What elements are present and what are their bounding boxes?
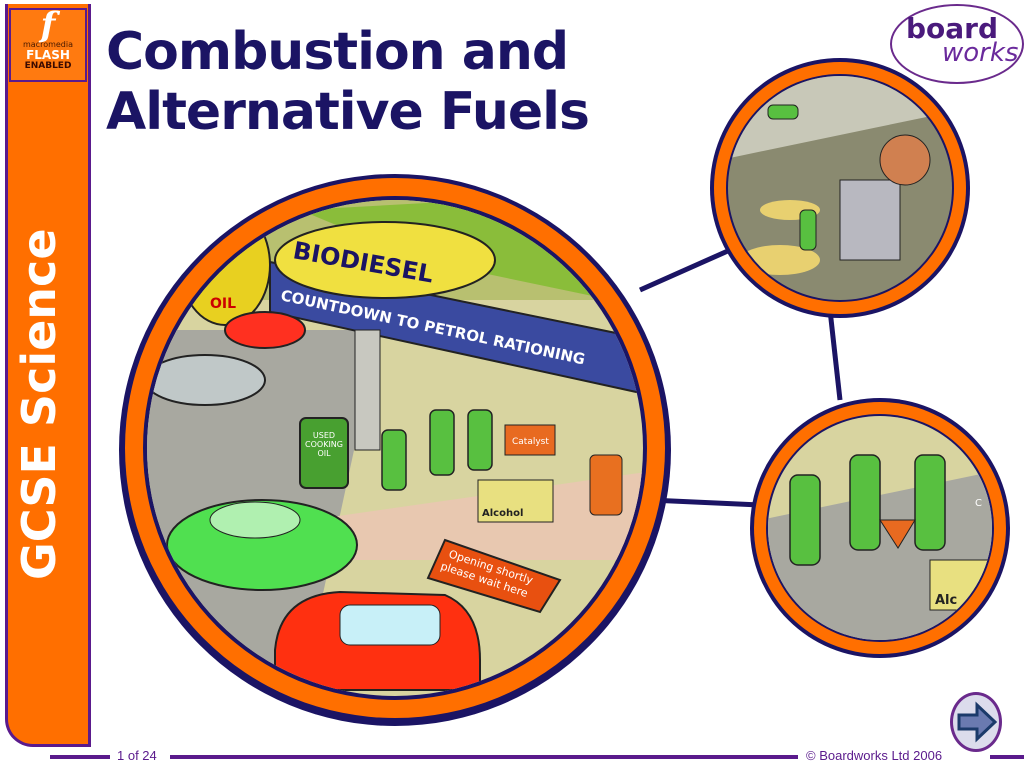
arrow-right-icon (957, 701, 998, 743)
zoom-circle-workers: Alc C (750, 398, 1010, 658)
main-scene-circle: OIL COUNTDOWN TO PETROL RATIONING BIODIE… (119, 174, 671, 726)
footer-divider (50, 755, 110, 759)
alcohol-label: Alcohol (482, 508, 523, 519)
title-line-2: Alternative Fuels (106, 82, 590, 142)
boardworks-logo: board works (890, 4, 1024, 84)
oil-sign: OIL (210, 296, 236, 312)
flash-logo-icon: f (40, 5, 56, 45)
flash-line2: ENABLED (24, 61, 72, 71)
page-counter: 1 of 24 (117, 748, 157, 763)
alcohol-label-fragment: Alc (935, 593, 957, 608)
connector-line (649, 497, 761, 508)
catalyst-label: Catalyst (512, 437, 549, 447)
next-slide-button[interactable] (950, 692, 1002, 752)
zoom-circle-straw (710, 58, 970, 318)
connector-line (638, 247, 732, 293)
logo-word-1: board (906, 12, 999, 45)
title-line-1: Combustion and (106, 22, 569, 82)
flash-line1: FLASH (26, 48, 70, 62)
catalyst-label-fragment: C (975, 498, 982, 509)
flash-enabled-badge: f macromedia FLASH ENABLED (9, 8, 87, 82)
logo-word-2: works (942, 38, 1019, 68)
sidebar (5, 4, 91, 747)
footer-divider (990, 755, 1024, 759)
connector-line (827, 309, 843, 401)
page-title: Combustion and Alternative Fuels (106, 22, 590, 142)
flash-brand: macromedia (22, 40, 74, 49)
copyright: © Boardworks Ltd 2006 (806, 748, 943, 763)
footer-divider (170, 755, 798, 759)
